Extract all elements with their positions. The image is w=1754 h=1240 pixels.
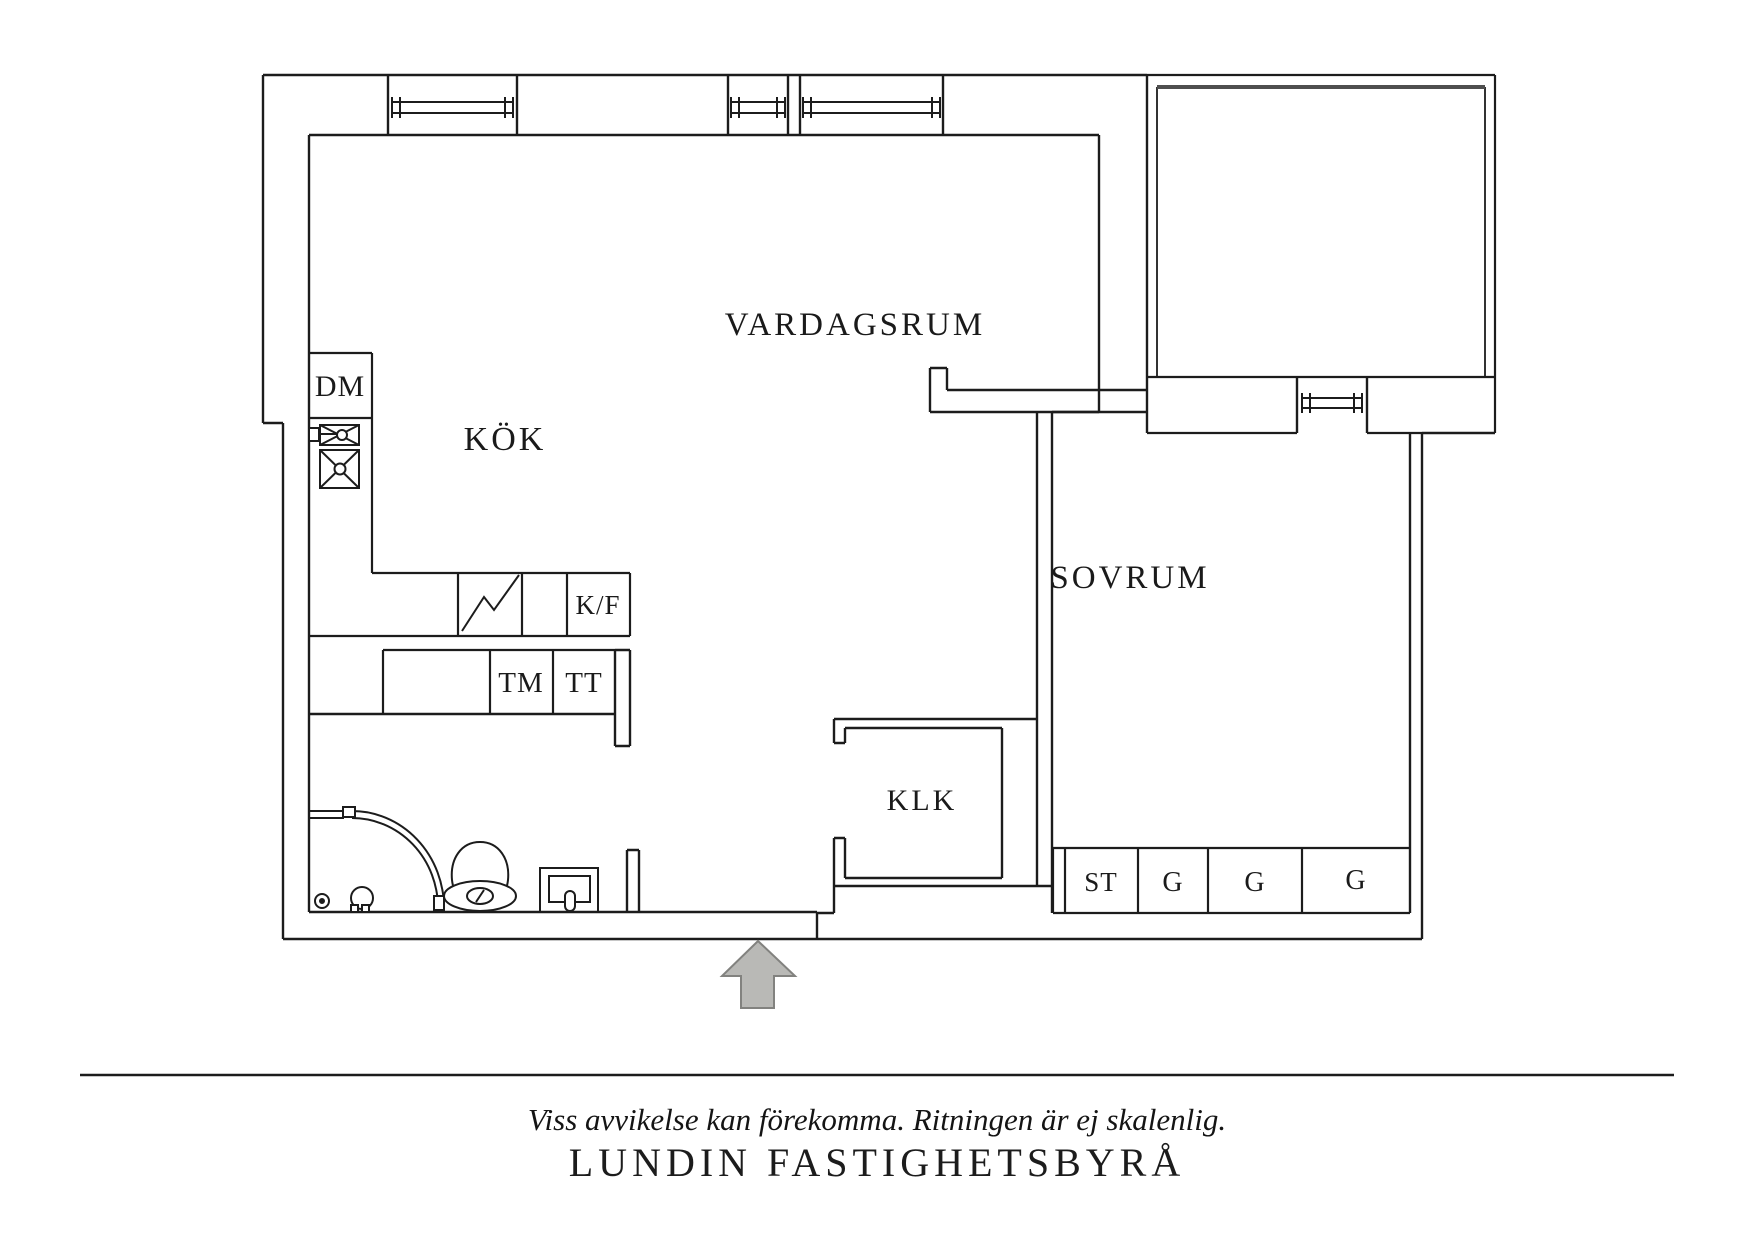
shower-knob-left bbox=[350, 904, 359, 913]
label-bedroom: SOVRUM bbox=[1050, 560, 1209, 596]
bathroom-fixtures bbox=[309, 806, 599, 913]
label-wardrobe-g1: G bbox=[1162, 867, 1183, 898]
wardrobe-outline bbox=[1051, 846, 1410, 915]
kitchen-counter bbox=[309, 351, 632, 638]
label-living-room: VARDAGSRUM bbox=[725, 307, 985, 343]
room-labels: VARDAGSRUM KÖK SOVRUM KLK bbox=[464, 307, 1209, 817]
toilet-base-slash bbox=[475, 889, 485, 903]
outer-boundary bbox=[261, 73, 1495, 941]
window-niche-dividers bbox=[386, 75, 1369, 433]
kitchen-fixtures bbox=[308, 351, 632, 714]
label-closet: KLK bbox=[887, 784, 958, 817]
shower-drain bbox=[314, 893, 330, 909]
kitchen-sink-drain bbox=[336, 429, 348, 441]
label-wardrobe-g2: G bbox=[1244, 867, 1265, 898]
label-fridge-freezer: K/F bbox=[575, 590, 620, 620]
hall-wall bbox=[928, 366, 1147, 414]
bedroom-left-wall bbox=[1035, 412, 1054, 913]
toilet-base-inner bbox=[466, 887, 494, 905]
laundry-row bbox=[381, 648, 615, 714]
entry-arrow bbox=[719, 939, 798, 1009]
washbasin bbox=[539, 867, 599, 913]
balcony-outline bbox=[1147, 73, 1497, 435]
shower-drain-dot bbox=[319, 898, 325, 904]
counter-zigzag bbox=[461, 574, 520, 632]
footer-disclaimer: Viss avvikelse kan förekomma. Ritningen … bbox=[528, 1102, 1226, 1137]
exterior-walls bbox=[261, 73, 1495, 941]
windows bbox=[386, 75, 1369, 433]
livingroom-right-wall bbox=[1052, 135, 1101, 414]
wardrobe-units bbox=[1051, 846, 1410, 915]
interior-walls bbox=[307, 133, 1412, 939]
kitchen-faucet bbox=[308, 427, 320, 442]
shower-knob-right bbox=[361, 904, 370, 913]
window-glazing-3 bbox=[802, 97, 941, 118]
window-glazing-2 bbox=[730, 97, 786, 118]
window-glazing-bedroom bbox=[1301, 393, 1363, 413]
label-wardrobe-st: ST bbox=[1084, 867, 1118, 897]
bathroom-walls bbox=[309, 648, 817, 914]
window-glazing-1 bbox=[391, 97, 514, 118]
shower-enclosure bbox=[309, 810, 445, 909]
shower-door-end bbox=[433, 895, 445, 911]
stove-center bbox=[333, 462, 347, 476]
label-tumble-dryer: TT bbox=[565, 667, 602, 699]
balcony bbox=[1147, 73, 1497, 435]
balcony-inner-lines bbox=[1156, 87, 1486, 377]
label-kitchen: KÖK bbox=[464, 421, 547, 458]
stove bbox=[319, 449, 360, 489]
klk-walls bbox=[815, 717, 1052, 939]
label-washing-machine: TM bbox=[498, 667, 544, 699]
label-wardrobe-g3: G bbox=[1345, 865, 1366, 896]
footer: Viss avvikelse kan förekomma. Ritningen … bbox=[80, 1073, 1674, 1185]
fixture-labels: DM K/F TM TT ST G G G bbox=[315, 370, 1366, 898]
shower-door-handle bbox=[342, 806, 356, 818]
washbasin-faucet bbox=[564, 890, 576, 912]
footer-brand: LUNDIN FASTIGHETSBYRÅ bbox=[569, 1140, 1185, 1185]
label-dishwasher: DM bbox=[315, 370, 365, 403]
